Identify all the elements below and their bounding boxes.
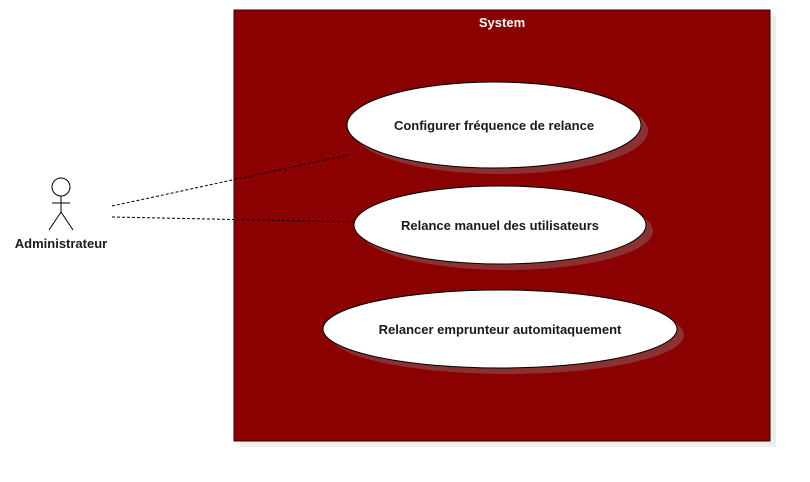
- use-case-label: Relance manuel des utilisateurs: [401, 218, 599, 233]
- use-case-label: Relancer emprunteur automitaquement: [379, 322, 622, 337]
- use-case-ellipse: [322, 289, 678, 369]
- actor-administrateur[interactable]: Administrateur: [15, 177, 107, 251]
- system-title: System: [479, 15, 525, 30]
- association-line-manual-reminder[interactable]: [111, 216, 356, 223]
- use-case-label: Configurer fréquence de relance: [394, 118, 594, 133]
- use-case-manual-reminder[interactable]: Relance manuel des utilisateurs: [353, 185, 653, 270]
- use-case-configure-frequency[interactable]: Configurer fréquence de relance: [346, 81, 648, 174]
- use-case-ellipse: [346, 81, 642, 169]
- use-case-ellipse: [353, 185, 647, 265]
- actor-stick-figure-icon: [48, 177, 74, 231]
- use-case-auto-reminder[interactable]: Relancer emprunteur automitaquement: [322, 289, 684, 374]
- actor-label: Administrateur: [15, 236, 107, 251]
- association-line-configure[interactable]: [111, 154, 349, 207]
